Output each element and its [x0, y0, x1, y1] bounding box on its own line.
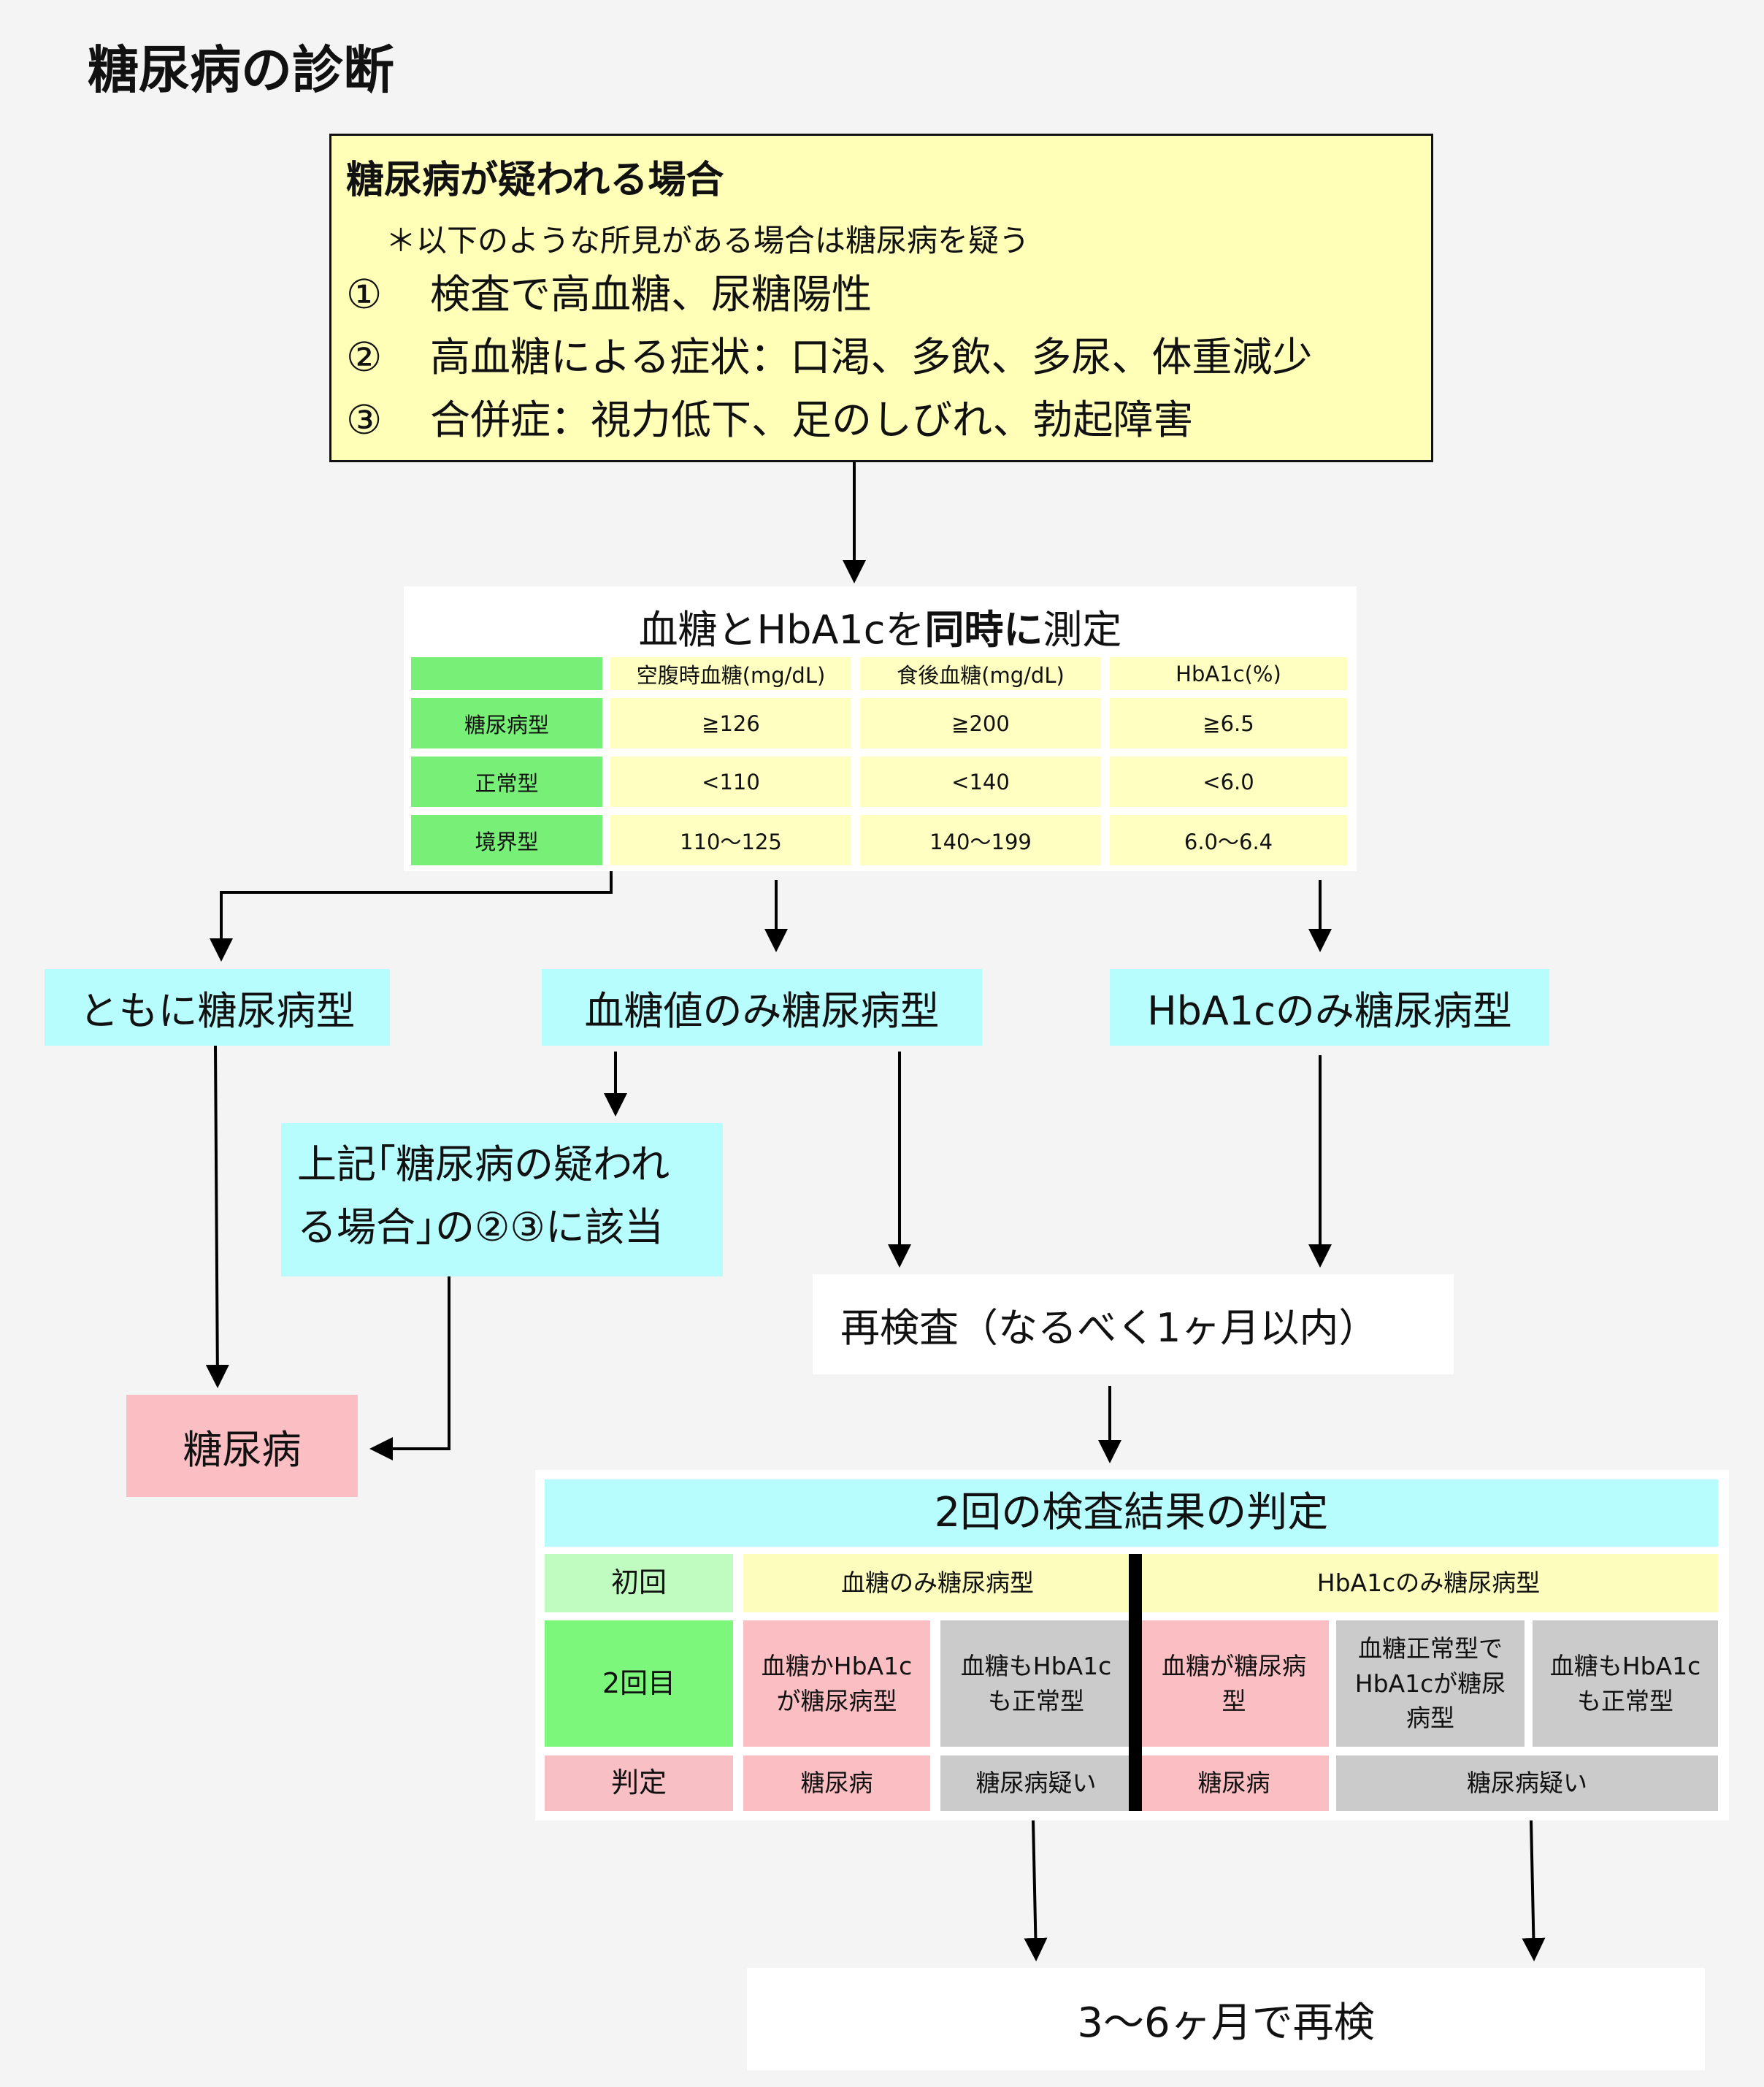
cell-line: 血糖が糖尿病 — [1162, 1651, 1306, 1680]
cell-line: が糖尿病型 — [776, 1686, 897, 1715]
arrow — [210, 871, 613, 962]
item-text: 検査で高血糖、尿糖陽性 — [430, 271, 873, 318]
suspect-note: ＊以下のような所見がある場合は糖尿病を疑う — [386, 223, 1030, 259]
verdict-cell: 糖尿病 — [743, 1755, 930, 1811]
item-text: 合併症：視力低下、足のしびれ、勃起障害 — [430, 397, 1194, 443]
outcome-hba1c-only: HbA1cのみ糖尿病型 — [1110, 969, 1549, 1046]
table-header: HbA1c(%) — [1110, 657, 1347, 690]
table-cell: ≧126 — [610, 698, 851, 748]
table-cell: 140〜199 — [860, 815, 1101, 865]
arrow — [1024, 1820, 1048, 1961]
cell-line: 血糖正常型で — [1358, 1634, 1503, 1663]
measurement-title-bold: 同時に — [924, 607, 1043, 653]
cell-line: HbA1cが糖尿 — [1354, 1669, 1506, 1698]
cell-line: 血糖もHbA1c — [960, 1651, 1112, 1680]
measurement-title-pre: 血糖とHbA1cを — [638, 607, 925, 653]
table-cell: <110 — [610, 757, 851, 807]
second-cell: 血糖が糖尿病型 — [1139, 1620, 1329, 1747]
arrow — [1522, 1820, 1546, 1961]
measurement-title: 血糖とHbA1cを同時に測定 — [404, 597, 1357, 655]
table-row-label: 正常型 — [411, 757, 602, 807]
verdict-cell: 糖尿病疑い — [940, 1755, 1132, 1811]
verdict-label: 判定 — [545, 1755, 733, 1811]
table-cell: ≧6.5 — [1110, 698, 1347, 748]
suspect-item: ③ 合併症：視力低下、足のしびれ、勃起障害 — [346, 387, 1194, 445]
judgement-divider — [1129, 1554, 1142, 1811]
suspect-item: ② 高血糖による症状：口渇、多飲、多尿、体重減少 — [346, 324, 1312, 383]
cell-line: 血糖もHbA1c — [1549, 1651, 1701, 1680]
suspect-item: ① 検査で高血糖、尿糖陽性 — [346, 261, 872, 320]
table-row-label: 境界型 — [411, 815, 602, 865]
condition-line: る場合｣の②③に該当 — [297, 1204, 664, 1251]
cell-line: も正常型 — [988, 1686, 1084, 1715]
page-title: 糖尿病の診断 — [88, 40, 394, 100]
condition-line: 上記｢糖尿病の疑われ — [297, 1141, 670, 1187]
arrow — [369, 1276, 450, 1460]
table-cell: ≧200 — [860, 698, 1101, 748]
suspect-box: 糖尿病が疑われる場合 ＊以下のような所見がある場合は糖尿病を疑う ① 検査で高血糖… — [329, 134, 1433, 462]
condition-box: 上記｢糖尿病の疑われ る場合｣の②③に該当 — [281, 1123, 723, 1276]
measurement-title-post: 測定 — [1043, 607, 1122, 653]
second-cell: 血糖もHbA1c も正常型 — [940, 1620, 1132, 1747]
judgement-panel: 2回の検査結果の判定 初回 血糖のみ糖尿病型 HbA1cのみ糖尿病型 2回目 血… — [535, 1470, 1729, 1820]
item-number: ① — [346, 271, 383, 318]
item-number: ③ — [346, 397, 383, 443]
table-cell: 110〜125 — [610, 815, 851, 865]
diagnosis-diabetes: 糖尿病 — [126, 1395, 358, 1497]
table-cell: <140 — [860, 757, 1101, 807]
table-header-corner — [411, 657, 602, 690]
table-row-label: 糖尿病型 — [411, 698, 602, 748]
cell-line: も正常型 — [1577, 1686, 1673, 1715]
judgement-title: 2回の検査結果の判定 — [545, 1479, 1718, 1547]
cell-line: 型 — [1222, 1686, 1246, 1715]
measurement-panel: 血糖とHbA1cを同時に測定 空腹時血糖(mg/dL) 食後血糖(mg/dL) … — [404, 586, 1357, 871]
first-test-label: 初回 — [545, 1554, 733, 1612]
arrow — [205, 1045, 229, 1388]
table-header: 食後血糖(mg/dL) — [860, 657, 1101, 690]
cell-line: 血糖かHbA1c — [761, 1651, 913, 1680]
second-cell: 血糖もHbA1c も正常型 — [1533, 1620, 1718, 1747]
second-cell: 血糖正常型で HbA1cが糖尿病型 — [1336, 1620, 1525, 1747]
second-cell: 血糖かHbA1c が糖尿病型 — [743, 1620, 930, 1747]
first-hba1c-only: HbA1cのみ糖尿病型 — [1139, 1554, 1718, 1612]
outcome-both-diabetic: ともに糖尿病型 — [45, 969, 390, 1046]
verdict-cell: 糖尿病 — [1139, 1755, 1329, 1811]
second-test-label: 2回目 — [545, 1620, 733, 1747]
table-cell: <6.0 — [1110, 757, 1347, 807]
suspect-heading: 糖尿病が疑われる場合 — [346, 158, 724, 202]
item-number: ② — [346, 334, 383, 380]
final-retest-box: 3〜6ヶ月で再検 — [747, 1968, 1705, 2070]
retest-box: 再検査（なるべく1ヶ月以内） — [813, 1274, 1454, 1374]
table-cell: 6.0〜6.4 — [1110, 815, 1347, 865]
cell-line: 病型 — [1406, 1704, 1454, 1733]
item-text: 高血糖による症状：口渇、多飲、多尿、体重減少 — [430, 334, 1313, 380]
table-header: 空腹時血糖(mg/dL) — [610, 657, 851, 690]
first-glucose-only: 血糖のみ糖尿病型 — [743, 1554, 1132, 1612]
verdict-cell: 糖尿病疑い — [1336, 1755, 1718, 1811]
outcome-glucose-only: 血糖値のみ糖尿病型 — [542, 969, 982, 1046]
